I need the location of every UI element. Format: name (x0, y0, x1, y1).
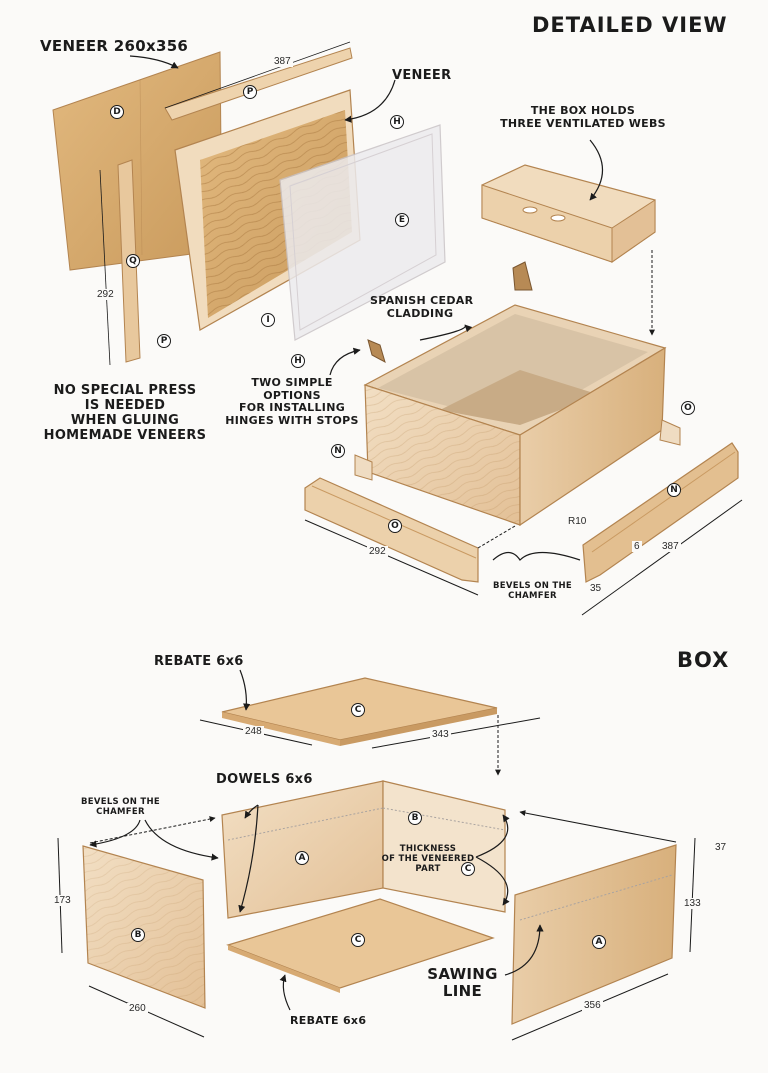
part-label-e: E (395, 213, 409, 227)
part-label-n-rail: N (667, 483, 681, 497)
dim-base-n-length: 387 (660, 541, 681, 552)
sawing-line-callout: SAWING LINE (427, 965, 498, 1001)
part-label-n-left: N (331, 444, 345, 458)
rebate-callout-bottom: REBATE 6x6 (290, 1014, 367, 1027)
dim-panel-a-top: 37 (713, 842, 729, 853)
part-label-c-corner: C (461, 862, 475, 876)
side-panel-b (82, 845, 206, 1009)
dowels-callout: DOWELS 6x6 (216, 772, 313, 787)
veneer-callout: VENEER (392, 68, 452, 83)
section-title-box: BOX (677, 648, 730, 672)
bevels-callout-box: BEVELS ON THE CHAMFER (80, 797, 161, 817)
dim-side-rail-height: 292 (95, 289, 116, 300)
acrylic-panel-e (279, 124, 446, 341)
part-label-c-bottom: C (351, 933, 365, 947)
ventilated-webs-callout: THE BOX HOLDS THREE VENTILATED WEBS (500, 104, 666, 130)
section-title-detailed-view: DETAILED VIEW (532, 13, 728, 37)
part-label-p-bottom: P (157, 334, 171, 348)
part-label-o-rail: O (388, 519, 402, 533)
dim-panel-c-length: 343 (430, 729, 451, 740)
hinges-callout: TWO SIMPLE OPTIONS FOR INSTALLING HINGES… (225, 376, 359, 427)
part-label-d: D (110, 105, 124, 119)
dim-radius: R10 (566, 516, 589, 527)
cedar-box (354, 304, 681, 527)
dim-base-o-length: 292 (367, 546, 388, 557)
dim-panel-a-width: 356 (582, 1000, 603, 1011)
part-label-c-lid: C (351, 703, 365, 717)
ventilated-web-tray (481, 164, 656, 263)
part-label-h-bottom: H (291, 354, 305, 368)
rebate-callout-top: REBATE 6x6 (154, 654, 244, 669)
part-label-b-corner: B (408, 811, 422, 825)
dim-rail-height: 35 (588, 583, 604, 594)
part-label-i: I (261, 313, 275, 327)
dim-panel-c-width: 248 (243, 726, 264, 737)
part-label-o-right: O (681, 401, 695, 415)
veneer-thickness-callout: THICKNESS OF THE VENEERED PART (381, 844, 475, 874)
part-label-a-panel: A (592, 935, 606, 949)
cedar-cladding-callout: SPANISH CEDAR CLADDING (370, 294, 474, 320)
no-press-callout: NO SPECIAL PRESS IS NEEDED WHEN GLUING H… (43, 383, 207, 443)
veneer-sheet-callout: VENEER 260x356 (40, 37, 189, 55)
dim-panel-b-width: 260 (127, 1003, 148, 1014)
base-rail-n (582, 442, 739, 583)
dim-step: 6 (632, 541, 642, 552)
side-panel-a (511, 844, 677, 1025)
bevels-callout-top: BEVELS ON THE CHAMFER (492, 581, 573, 601)
veneer-frame (174, 89, 361, 331)
part-label-h-top: H (390, 115, 404, 129)
part-label-a-corner: A (295, 851, 309, 865)
part-label-b-panel: B (131, 928, 145, 942)
part-label-p-top: P (243, 85, 257, 99)
dim-lid-rail-length: 387 (272, 56, 293, 67)
dim-panel-b-height: 173 (52, 895, 73, 906)
part-label-q: Q (126, 254, 140, 268)
dim-panel-a-height: 133 (682, 898, 703, 909)
